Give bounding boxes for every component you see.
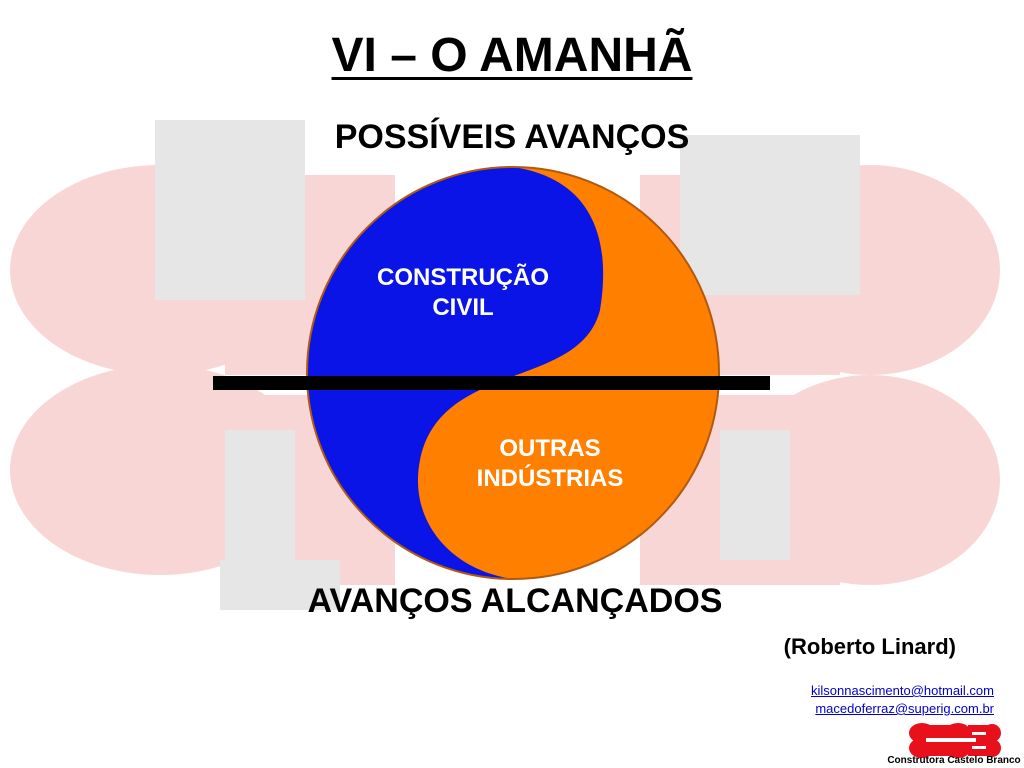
construtora-logo-icon xyxy=(909,723,1001,758)
construcao-civil-label: CONSTRUÇÃO CIVIL xyxy=(377,264,549,321)
slide-title: VI – O AMANHÃ xyxy=(331,29,693,82)
blue-half xyxy=(307,167,604,579)
avancos-alcancados-text: AVANÇOS ALCANÇADOS xyxy=(307,582,723,620)
outras-industrias-label: OUTRAS INDÚSTRIAS xyxy=(476,435,624,492)
author-credit: (Roberto Linard) xyxy=(783,634,956,659)
yin-yang-diagram xyxy=(306,166,720,580)
email-link-kilson[interactable]: kilsonnascimento@hotmail.com xyxy=(811,683,994,698)
divider-bar xyxy=(213,376,770,390)
logo-caption: Construtora Castelo Branco xyxy=(887,755,1021,766)
email-link-macedo[interactable]: macedoferraz@superig.com.br xyxy=(815,701,994,716)
slide-subtitle: POSSÍVEIS AVANÇOS xyxy=(334,118,690,156)
